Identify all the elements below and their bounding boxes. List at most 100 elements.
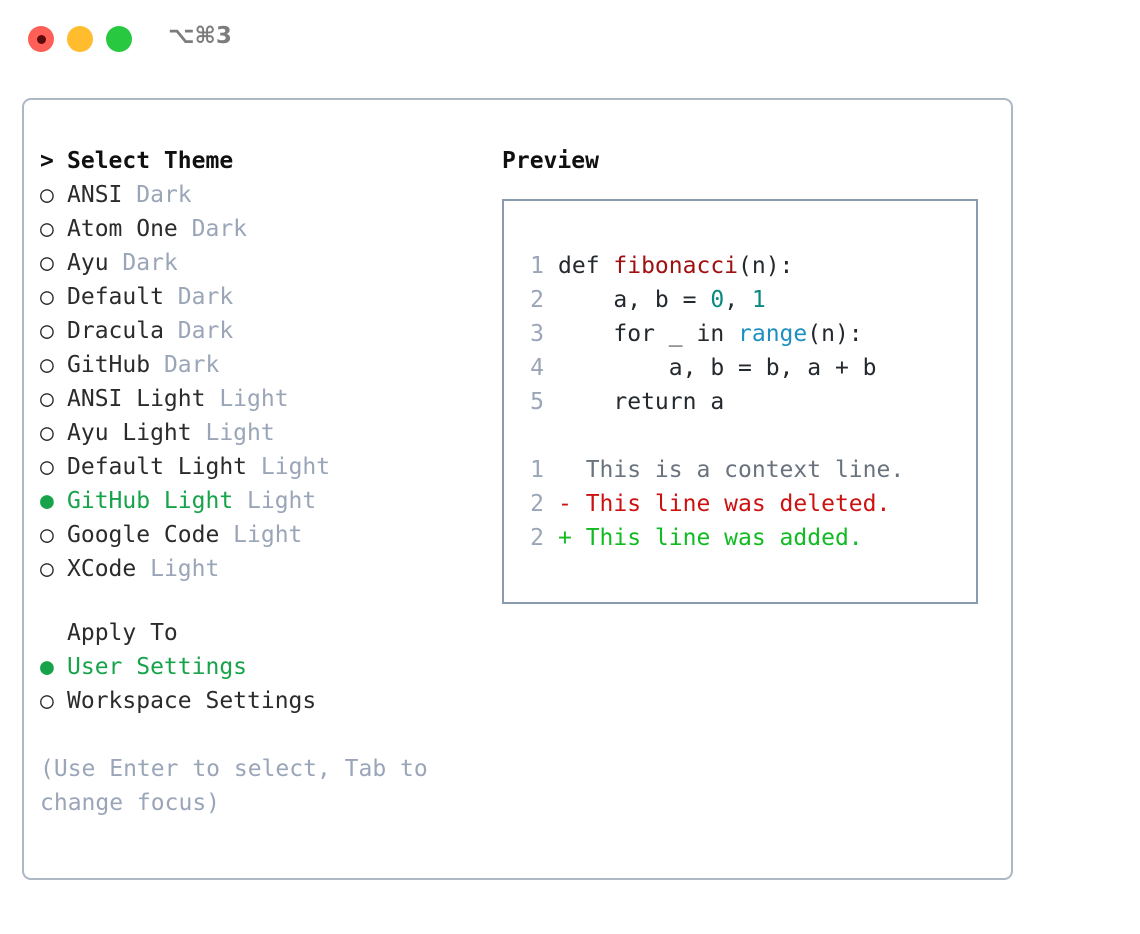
radio-selected-icon: ●: [40, 488, 54, 514]
radio-unselected-icon: ○: [40, 556, 54, 582]
code-token: (n):: [807, 321, 863, 347]
theme-selector-column: >Select Theme ○ANSI Dark○Atom One Dark○A…: [40, 144, 480, 820]
code-token: a, b =: [558, 287, 711, 313]
select-theme-title: Select Theme: [67, 148, 234, 174]
close-button[interactable]: [28, 26, 54, 52]
theme-name: ANSI Light: [67, 386, 220, 412]
theme-kind-label: Light: [219, 386, 289, 412]
theme-kind-label: Light: [233, 522, 303, 548]
code-line: 1 def fibonacci(n):: [518, 249, 904, 283]
theme-name: Ayu: [67, 250, 123, 276]
theme-kind-label: Dark: [136, 182, 192, 208]
select-theme-header: >Select Theme: [40, 144, 480, 178]
radio-unselected-icon: ○: [40, 352, 54, 378]
diff-text: This is a context line.: [558, 457, 905, 483]
code-token: a, b = b, a + b: [558, 355, 877, 381]
theme-name: Dracula: [67, 318, 178, 344]
code-token: for _ in: [558, 321, 739, 347]
theme-option-xcode[interactable]: ○ XCode Light: [40, 552, 480, 586]
code-line: 2 a, b = 0, 1: [518, 283, 904, 317]
diff-text: + This line was added.: [558, 525, 863, 551]
theme-name: GitHub Light: [67, 488, 248, 514]
theme-option-atom-one[interactable]: ○ Atom One Dark: [40, 212, 480, 246]
apply-to-options: ● User Settings ○ Workspace Settings: [40, 650, 480, 718]
diff-line-del: 2- This line was deleted.: [518, 487, 904, 521]
radio-unselected-icon: ○: [40, 420, 54, 446]
radio-unselected-icon: ○: [40, 386, 54, 412]
code-blank-line: [518, 419, 904, 453]
code-line: 3 for _ in range(n):: [518, 317, 904, 351]
theme-option-dracula[interactable]: ○ Dracula Dark: [40, 314, 480, 348]
theme-kind-label: Dark: [191, 216, 248, 242]
radio-unselected-icon: ○: [40, 454, 54, 480]
theme-name: Ayu Light: [67, 420, 206, 446]
theme-name: Atom One: [67, 216, 192, 242]
code-token: range: [738, 321, 808, 347]
theme-kind-label: Light: [260, 454, 331, 480]
apply-to-option-workspace-settings[interactable]: ○ Workspace Settings: [40, 684, 480, 718]
radio-unselected-icon: ○: [40, 216, 54, 242]
theme-option-ayu-light[interactable]: ○Ayu Light Light: [40, 416, 480, 450]
code-token: def: [558, 253, 614, 279]
window-controls: [28, 26, 132, 52]
theme-name: Default Light: [67, 454, 261, 480]
code-token: (n):: [738, 253, 794, 279]
minimize-button[interactable]: [67, 26, 93, 52]
radio-selected-icon: ●: [40, 654, 54, 680]
theme-kind-label: Dark: [163, 352, 220, 378]
line-number: 4: [530, 355, 544, 381]
keyboard-hint: (Use Enter to select, Tab to change focu…: [40, 756, 428, 816]
theme-option-default[interactable]: ○ Default Dark: [40, 280, 480, 314]
hint-spacer: [40, 718, 480, 752]
line-number: 1: [530, 457, 544, 483]
radio-unselected-icon: ○: [40, 318, 54, 344]
apply-to-option-label: Workspace Settings: [67, 688, 317, 714]
theme-list: ○ANSI Dark○Atom One Dark○Ayu Dark○Defaul…: [40, 178, 480, 586]
diff-line-add: 2 + This line was added.: [518, 521, 904, 555]
theme-name: ANSI: [67, 182, 137, 208]
line-number: 1: [530, 253, 544, 279]
code-token: return a: [558, 389, 725, 415]
apply-to-label: Apply To: [67, 620, 178, 646]
theme-option-ansi[interactable]: ○ANSI Dark: [40, 178, 480, 212]
content-panel: >Select Theme ○ANSI Dark○Atom One Dark○A…: [22, 98, 1013, 880]
apply-to-spacer: [40, 586, 480, 616]
radio-unselected-icon: ○: [40, 250, 54, 276]
theme-option-default-light[interactable]: ○ Default Light Light: [40, 450, 480, 484]
apply-to-option-user-settings[interactable]: ● User Settings: [40, 650, 480, 684]
theme-kind-label: Light: [150, 556, 220, 582]
theme-option-ayu[interactable]: ○ Ayu Dark: [40, 246, 480, 280]
keyboard-shortcut-label: ⌥⌘3: [168, 23, 232, 49]
line-number: 2: [530, 525, 544, 551]
radio-unselected-icon: ○: [40, 522, 54, 548]
maximize-button[interactable]: [106, 26, 132, 52]
preview-title: Preview: [502, 148, 599, 174]
theme-name: Google Code: [67, 522, 234, 548]
line-number: 5: [530, 389, 544, 415]
radio-unselected-icon: ○: [40, 688, 54, 714]
code-token: 0: [710, 287, 725, 313]
code-token: ,: [724, 287, 752, 313]
theme-kind-label: Dark: [177, 318, 234, 344]
theme-name: Default: [67, 284, 178, 310]
theme-kind-label: Dark: [122, 250, 178, 276]
theme-kind-label: Dark: [177, 284, 234, 310]
theme-option-github[interactable]: ○GitHub Dark: [40, 348, 480, 382]
code-token: fibonacci: [613, 253, 739, 279]
theme-name: XCode: [67, 556, 151, 582]
code-line: 5 return a: [518, 385, 904, 419]
code-token: 1: [751, 287, 766, 313]
theme-option-google-code[interactable]: ○ Google Code Light: [40, 518, 480, 552]
theme-option-github-light[interactable]: ● GitHub Light Light: [40, 484, 480, 518]
radio-unselected-icon: ○: [40, 284, 54, 310]
code-line: 4 a, b = b, a + b: [518, 351, 904, 385]
diff-text: - This line was deleted.: [558, 491, 891, 517]
theme-option-ansi-light[interactable]: ○ ANSI Light Light: [40, 382, 480, 416]
title-bar: ⌥⌘3: [0, 0, 1140, 78]
apply-to-option-label: User Settings: [67, 654, 248, 680]
theme-kind-label: Light: [247, 488, 317, 514]
